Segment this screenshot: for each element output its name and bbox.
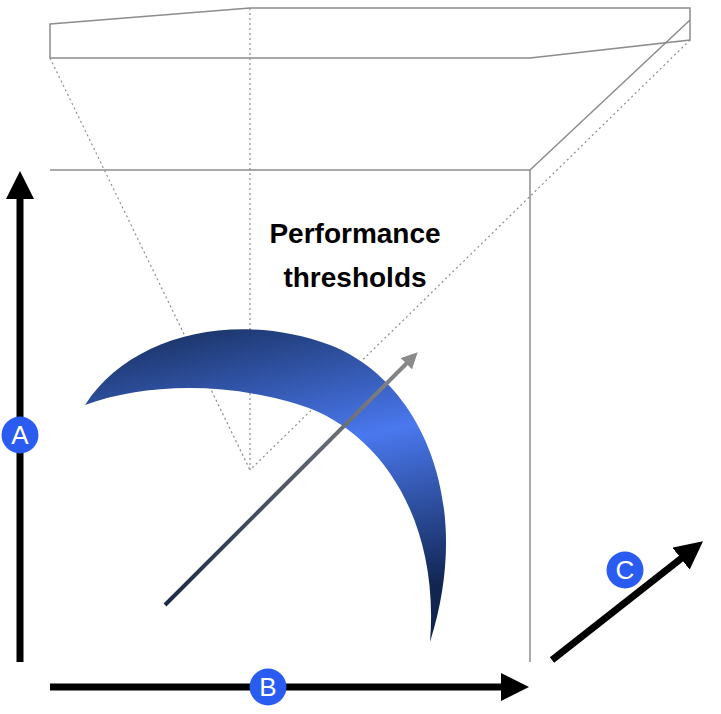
threshold-surface bbox=[85, 329, 446, 642]
cube-edge bbox=[50, 169, 530, 171]
callout-disc bbox=[2, 417, 39, 454]
axis-callout: A bbox=[1, 416, 39, 454]
axis-arrow bbox=[552, 550, 692, 660]
callout-letter: B bbox=[259, 674, 276, 700]
axis-callout: B bbox=[249, 668, 287, 706]
projection-line bbox=[249, 8, 250, 470]
surface-label: Performance thresholds bbox=[195, 212, 515, 300]
callout-letter: C bbox=[616, 557, 635, 583]
cube-edge bbox=[529, 170, 531, 662]
direction-arrow bbox=[165, 358, 412, 605]
cube-edge bbox=[530, 20, 690, 170]
callout-disc bbox=[607, 552, 644, 589]
callout-letter: A bbox=[11, 422, 28, 448]
projection-line bbox=[50, 58, 250, 470]
callout-disc bbox=[250, 669, 287, 706]
projection-plane bbox=[50, 8, 690, 58]
axis-callout: C bbox=[606, 551, 644, 589]
